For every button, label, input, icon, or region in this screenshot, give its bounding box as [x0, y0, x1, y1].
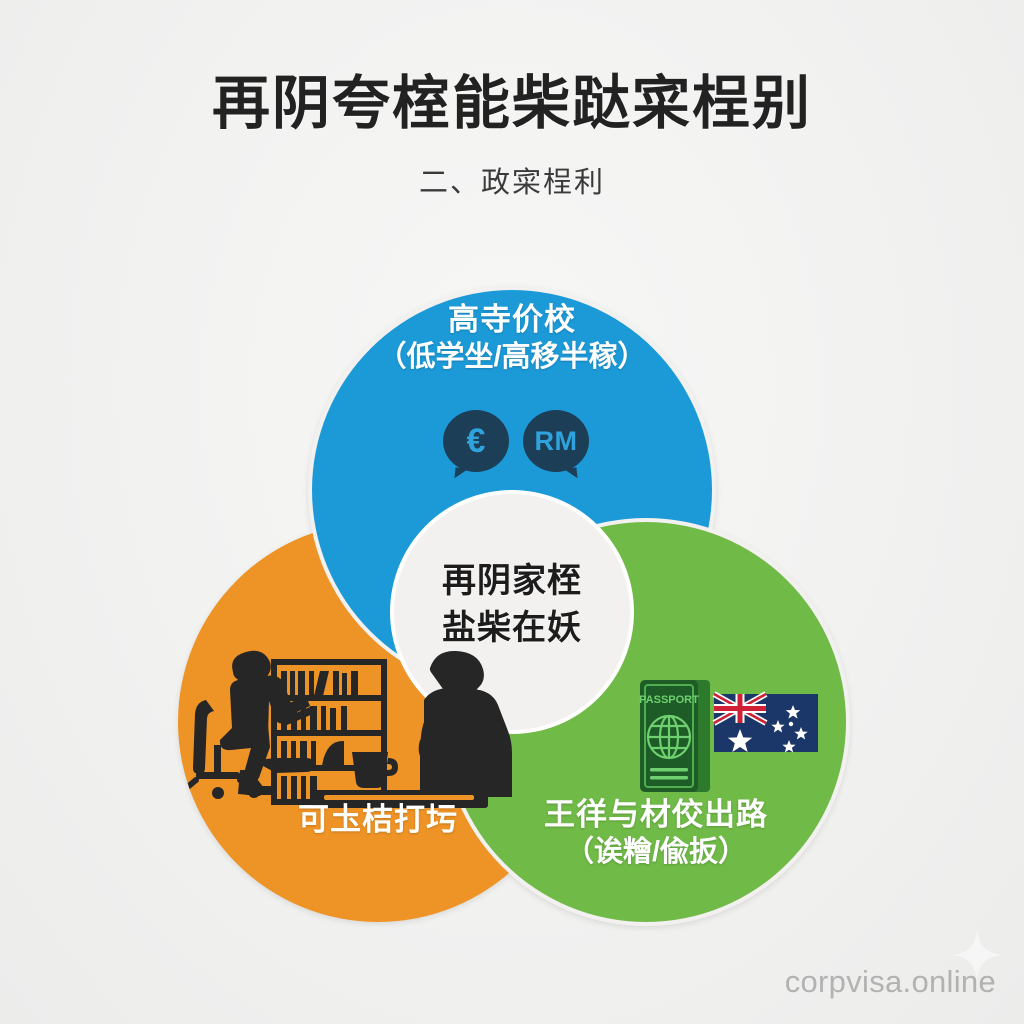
page-title: 再阴夸榁能柴跶寀桯别 [211, 71, 812, 136]
travel-documents-icon: PASSPORT [639, 680, 818, 792]
page-subtitle: 二、政寀桯利 [418, 166, 605, 199]
euro-bubble-icon: € [443, 410, 509, 472]
ringgit-bubble-icon: RM [523, 410, 589, 472]
office-people-icon [178, 650, 512, 808]
australia-flag-icon [712, 691, 818, 753]
watermark-text: corpvisa.online [784, 964, 996, 999]
header: 再阴夸榁能柴跶寀桯别 二、政寀桯利 [0, 0, 1024, 201]
passport-label: PASSPORT [639, 694, 699, 706]
currency-bubbles: € RM [432, 404, 600, 478]
watermark: corpvisa.online [785, 964, 996, 1000]
sparkle-icon [952, 930, 1002, 980]
ringgit-symbol: RM [534, 425, 578, 456]
euro-symbol: € [466, 421, 486, 460]
